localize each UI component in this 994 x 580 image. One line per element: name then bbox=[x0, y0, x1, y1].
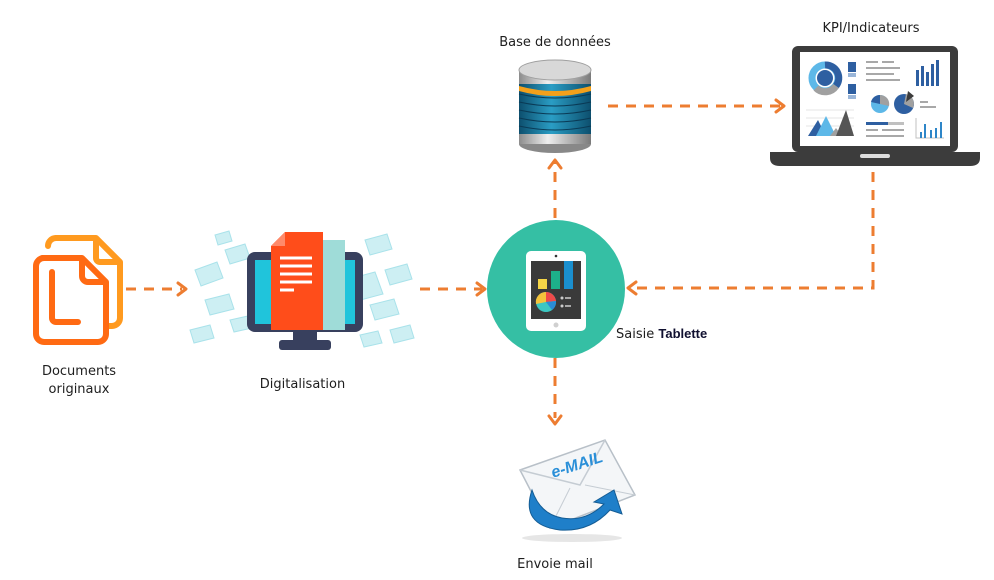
arrow-kpi-to-tablette bbox=[632, 172, 875, 290]
node-documents bbox=[28, 228, 128, 348]
flying-envelopes bbox=[189, 230, 415, 348]
label-kpi: KPI/Indicateurs bbox=[822, 21, 920, 36]
label-documents-line1: Documents bbox=[41, 364, 117, 379]
label-documents: Documents originaux bbox=[24, 363, 134, 399]
documents-icon bbox=[33, 235, 123, 345]
email-icon: e-MAIL bbox=[518, 439, 637, 542]
label-tablette-prefix: Saisie bbox=[616, 327, 655, 342]
monitor-document-icon bbox=[189, 230, 415, 350]
tablet-icon bbox=[487, 220, 625, 358]
node-digitalisation bbox=[185, 220, 420, 355]
node-tablette bbox=[486, 219, 626, 359]
node-email: e-MAIL bbox=[510, 430, 640, 545]
database-icon bbox=[518, 59, 592, 153]
label-digitalisation: Digitalisation bbox=[259, 377, 346, 392]
arrowhead-tablette-left bbox=[475, 281, 487, 297]
label-database: Base de données bbox=[499, 35, 611, 50]
label-tablette-suffix: Tablette bbox=[658, 326, 708, 341]
label-email: Envoie mail bbox=[517, 557, 593, 572]
arrowhead-tablette-right bbox=[626, 280, 638, 296]
node-kpi bbox=[770, 46, 980, 171]
document-lines bbox=[280, 256, 312, 292]
laptop-dashboard-icon bbox=[770, 46, 980, 166]
node-database bbox=[513, 58, 597, 156]
arrowhead-kpi bbox=[774, 98, 786, 114]
label-tablette: Saisie Tablette bbox=[616, 325, 707, 344]
arrowhead-email bbox=[547, 414, 563, 426]
arrowhead-database bbox=[547, 158, 563, 170]
label-documents-line2: originaux bbox=[48, 382, 110, 397]
arrowhead-digitalisation bbox=[176, 281, 188, 297]
